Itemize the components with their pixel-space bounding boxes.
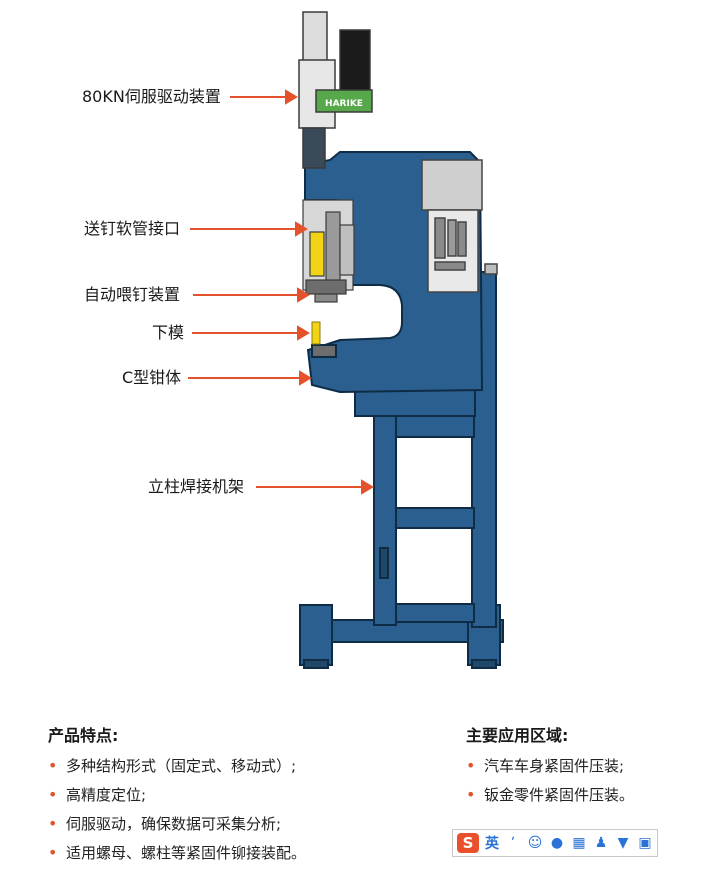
list-item: •高精度定位; [48, 785, 147, 804]
brand-logo: HARIKE [325, 99, 363, 109]
callout-servo-label: 80KN伺服驱动装置 [82, 87, 221, 106]
control-box [421, 159, 498, 293]
keyboard-icon[interactable]: ▦ [572, 835, 586, 851]
machine-diagram: HARIKE [188, 11, 504, 669]
list-item: •伺服驱动，确保数据可采集分析; [48, 814, 282, 833]
lower-die [311, 321, 321, 345]
list-item: •适用螺母、螺柱等紧固件铆接装配。 [48, 843, 307, 862]
callout-c-frame-label: C型钳体 [122, 368, 182, 387]
grid-icon[interactable]: ▣ [638, 835, 652, 851]
callout-stand-label: 立柱焊接机架 [148, 477, 245, 496]
user-icon[interactable]: ♟ [594, 835, 608, 851]
list-item: •汽车车身紧固件压装; [466, 756, 625, 775]
list-item: •钣金零件紧固件压装。 [466, 785, 635, 804]
callout-lower-die-label: 下模 [152, 323, 185, 342]
ime-logo-icon[interactable]: S [457, 833, 479, 853]
ime-toolbar[interactable]: S 英 ʼ ☺ ● ▦ ♟ ▼ ▣ [452, 829, 658, 857]
shirt-icon[interactable]: ▼ [617, 835, 629, 851]
callout-hose-label: 送钉软管接口 [84, 219, 181, 238]
emoji-icon[interactable]: ☺ [527, 835, 543, 851]
servo-drive-unit [298, 11, 373, 169]
applications-list: •汽车车身紧固件压装; •钣金零件紧固件压装。 [466, 756, 634, 814]
microphone-icon[interactable]: ● [550, 835, 564, 851]
callout-arrows [188, 89, 374, 495]
riveting-head [302, 199, 355, 303]
features-title: 产品特点: [48, 726, 119, 745]
callout-feeder-label: 自动喂钉装置 [84, 285, 181, 304]
applications-title: 主要应用区域: [466, 726, 569, 745]
features-list: •多种结构形式（固定式、移动式）; •高精度定位; •伺服驱动，确保数据可采集分… [48, 756, 306, 872]
ime-lang-toggle[interactable]: 英 [485, 836, 499, 852]
punctuation-icon[interactable]: ʼ [510, 835, 516, 851]
list-item: •多种结构形式（固定式、移动式）; [48, 756, 297, 775]
